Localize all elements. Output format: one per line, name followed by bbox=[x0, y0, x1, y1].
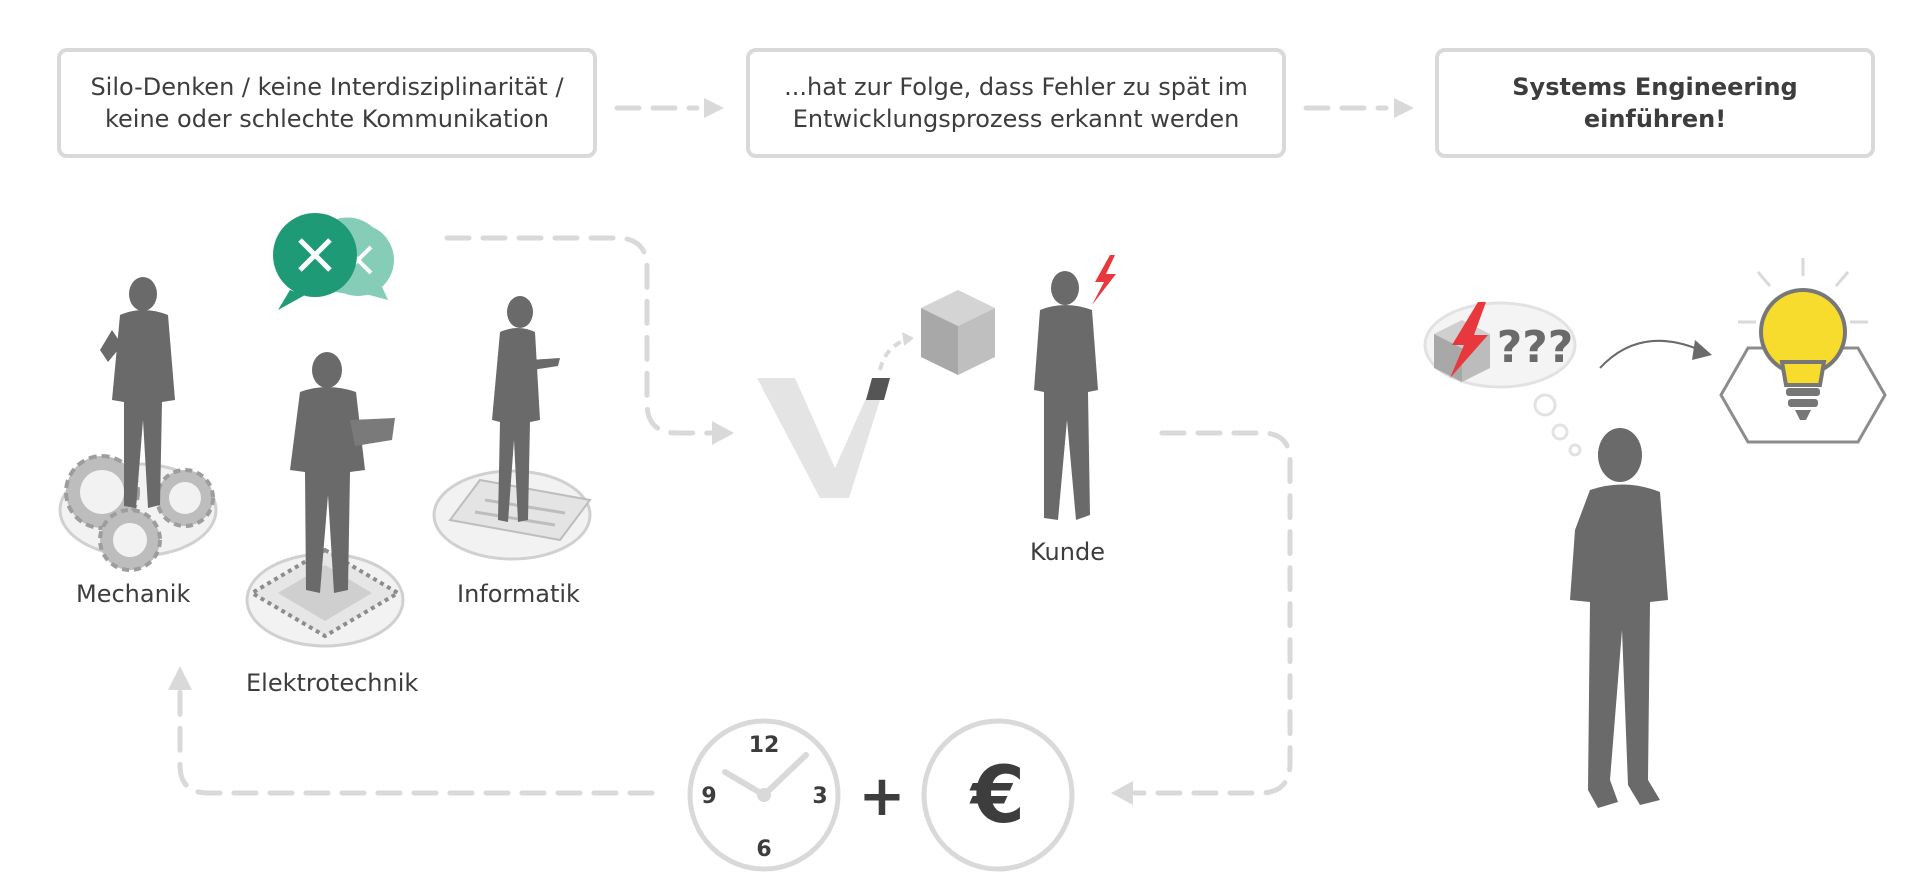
gear-icon bbox=[155, 468, 215, 528]
arrow-box1-box2 bbox=[614, 98, 724, 118]
plus-sign: + bbox=[859, 764, 906, 829]
lightbulb-icon bbox=[1719, 258, 1887, 444]
thinking-person-silhouette bbox=[1570, 428, 1668, 808]
solution-box: Systems Engineering einführen! bbox=[1435, 48, 1875, 158]
clock-9: 9 bbox=[701, 784, 716, 809]
question-marks: ??? bbox=[1497, 322, 1574, 373]
arrow-to-v bbox=[712, 421, 734, 445]
consequence-line-2: Entwicklungsprozess erkannt werden bbox=[792, 105, 1240, 133]
consequence-box: ...hat zur Folge, dass Fehler zu spät im… bbox=[746, 48, 1286, 158]
informatics-person-silhouette bbox=[492, 296, 560, 522]
label-elektrotechnik: Elektrotechnik bbox=[246, 669, 419, 697]
gear-icon bbox=[98, 508, 162, 572]
problem-line-2: keine oder schlechte Kommunikation bbox=[104, 105, 550, 133]
dashed-path-cost-to-team bbox=[177, 687, 655, 796]
clock-6: 6 bbox=[756, 837, 771, 862]
euro-symbol: € bbox=[969, 751, 1025, 841]
label-mechanik: Mechanik bbox=[76, 580, 191, 608]
idea-arrow bbox=[1599, 339, 1701, 369]
dashed-path-customer-to-cost bbox=[1132, 430, 1293, 796]
problem-line-1: Silo-Denken / keine Interdisziplinarität… bbox=[90, 73, 564, 101]
electrical-platform bbox=[245, 547, 405, 648]
electrical-person-silhouette bbox=[290, 352, 395, 593]
label-informatik: Informatik bbox=[457, 580, 580, 608]
solution-text: Systems Engineering einführen! bbox=[1512, 73, 1798, 133]
consequence-line-1: ...hat zur Folge, dass Fehler zu spät im bbox=[784, 73, 1248, 101]
no-communication-icon bbox=[273, 213, 394, 310]
label-kunde: Kunde bbox=[1030, 538, 1105, 566]
clock-icon bbox=[687, 718, 841, 872]
arrow-box2-box3 bbox=[1303, 98, 1414, 118]
euro-coin-icon bbox=[921, 718, 1075, 872]
clock-12: 12 bbox=[749, 733, 780, 758]
mechanics-person-silhouette bbox=[100, 277, 175, 508]
arrow-to-team bbox=[168, 666, 192, 690]
thought-cloud-icon bbox=[1423, 301, 1582, 457]
customer-silhouette bbox=[1034, 271, 1098, 520]
problem-box: Silo-Denken / keine Interdisziplinarität… bbox=[57, 48, 597, 158]
dashed-path-team-to-v bbox=[444, 235, 715, 436]
informatics-platform bbox=[432, 469, 592, 561]
gear-icon bbox=[64, 454, 140, 530]
mechanics-platform bbox=[58, 454, 218, 572]
product-cube-icon bbox=[921, 290, 995, 375]
lightning-icon bbox=[1092, 255, 1116, 305]
v-model-icon bbox=[757, 332, 914, 498]
arrow-to-cost bbox=[1111, 781, 1133, 805]
clock-3: 3 bbox=[812, 784, 827, 809]
